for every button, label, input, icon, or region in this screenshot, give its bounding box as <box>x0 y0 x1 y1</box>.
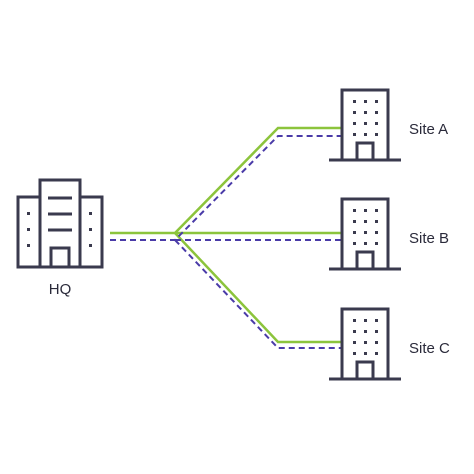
sites: Site A Site B Site C <box>329 88 450 381</box>
site-a-label: Site A <box>409 121 448 138</box>
link-backup-site-a <box>110 135 342 241</box>
link-primary-site-a <box>110 126 342 235</box>
site-c-label: Site C <box>409 340 450 357</box>
connections <box>110 126 342 349</box>
link-primary-site-c <box>174 232 342 344</box>
link-backup-site-c <box>174 239 342 349</box>
site-b-building-icon <box>329 197 401 271</box>
hq-building-icon <box>16 178 104 269</box>
site-c-building-icon <box>329 307 401 381</box>
site-b-label: Site B <box>409 230 449 247</box>
hq-label: HQ <box>49 281 72 298</box>
site-a-building-icon <box>329 88 401 162</box>
